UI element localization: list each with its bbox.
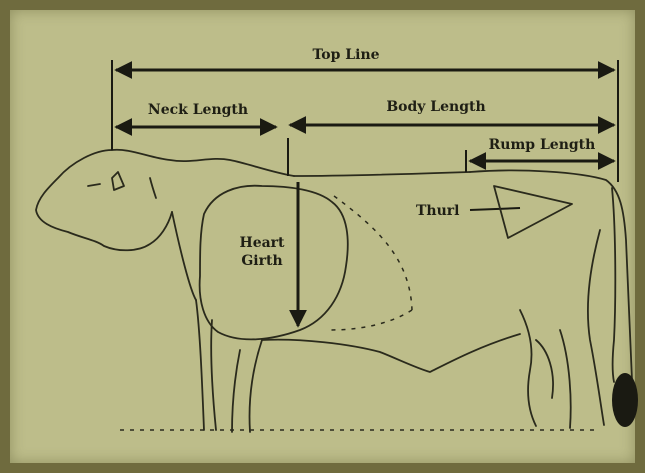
- cow-front-leg: [196, 300, 262, 432]
- heart-girth-label-line-1: Heart: [239, 235, 285, 251]
- thurl-label: Thurl: [416, 203, 459, 219]
- extension-lines: [112, 60, 618, 182]
- cow-flank: [520, 310, 553, 426]
- cow-back: [294, 172, 470, 176]
- thurl-pointer: [470, 208, 520, 210]
- rump-length-label: Rump Length: [489, 137, 596, 153]
- cow-rump: [470, 170, 632, 380]
- cow-rear-leg: [560, 230, 604, 428]
- cow-flank-line: [330, 310, 412, 330]
- cow-tail-switch: [612, 373, 638, 427]
- thurl-triangle: [494, 186, 572, 238]
- cow-belly: [262, 334, 520, 372]
- cow-head: [36, 150, 172, 250]
- cow-eye: [88, 172, 124, 190]
- cow-neck-top: [112, 150, 294, 176]
- cow-tail: [612, 188, 615, 382]
- neck-length-label: Neck Length: [148, 102, 248, 118]
- top-line-label: Top Line: [312, 47, 379, 63]
- cow-rib-line: [334, 196, 412, 310]
- cow-brisket: [172, 212, 196, 300]
- cow-outline: [36, 150, 638, 432]
- heart-girth-label-line-2: Girth: [241, 253, 282, 269]
- body-length-label: Body Length: [386, 99, 485, 115]
- cow-ear: [150, 178, 156, 198]
